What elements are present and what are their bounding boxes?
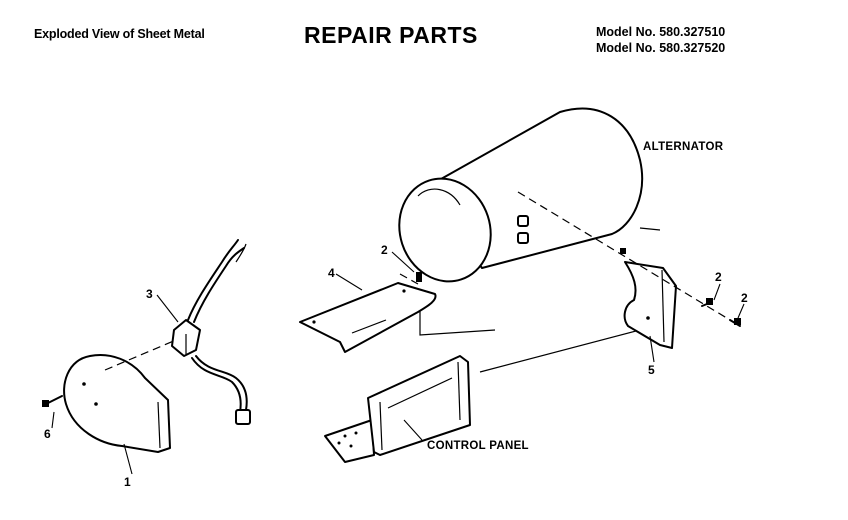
screws	[42, 248, 741, 407]
callout-2-bracket-upper: 2	[715, 270, 722, 284]
callout-1: 1	[124, 475, 131, 489]
callout-2-bracket-lower: 2	[741, 291, 748, 305]
callout-3: 3	[146, 287, 153, 301]
callout-5: 5	[648, 363, 655, 377]
label-alternator: ALTERNATOR	[643, 141, 724, 153]
regulator-part-3	[171, 239, 251, 425]
page-title: REPAIR PARTS	[304, 22, 478, 48]
model-number-2: Model No. 580.327520	[596, 41, 726, 55]
alternator-drawing	[398, 107, 644, 283]
callout-2-top-panel: 2	[381, 243, 388, 257]
alignment-lines	[104, 191, 741, 371]
leader-lines	[51, 251, 745, 475]
label-control-panel: CONTROL PANEL	[427, 440, 529, 452]
model-numbers: Model No. 580.327510 Model No. 580.32752…	[596, 24, 725, 56]
end-plate-part-1	[63, 354, 171, 453]
model-number-1: Model No. 580.327510	[596, 25, 726, 39]
callout-6: 6	[44, 427, 51, 441]
end-bracket-part-5	[623, 261, 677, 349]
header-caption: Exploded View of Sheet Metal	[34, 27, 205, 41]
callout-4: 4	[328, 266, 335, 280]
control-panel-drawing	[324, 355, 471, 463]
top-panel-part-4	[299, 272, 437, 353]
